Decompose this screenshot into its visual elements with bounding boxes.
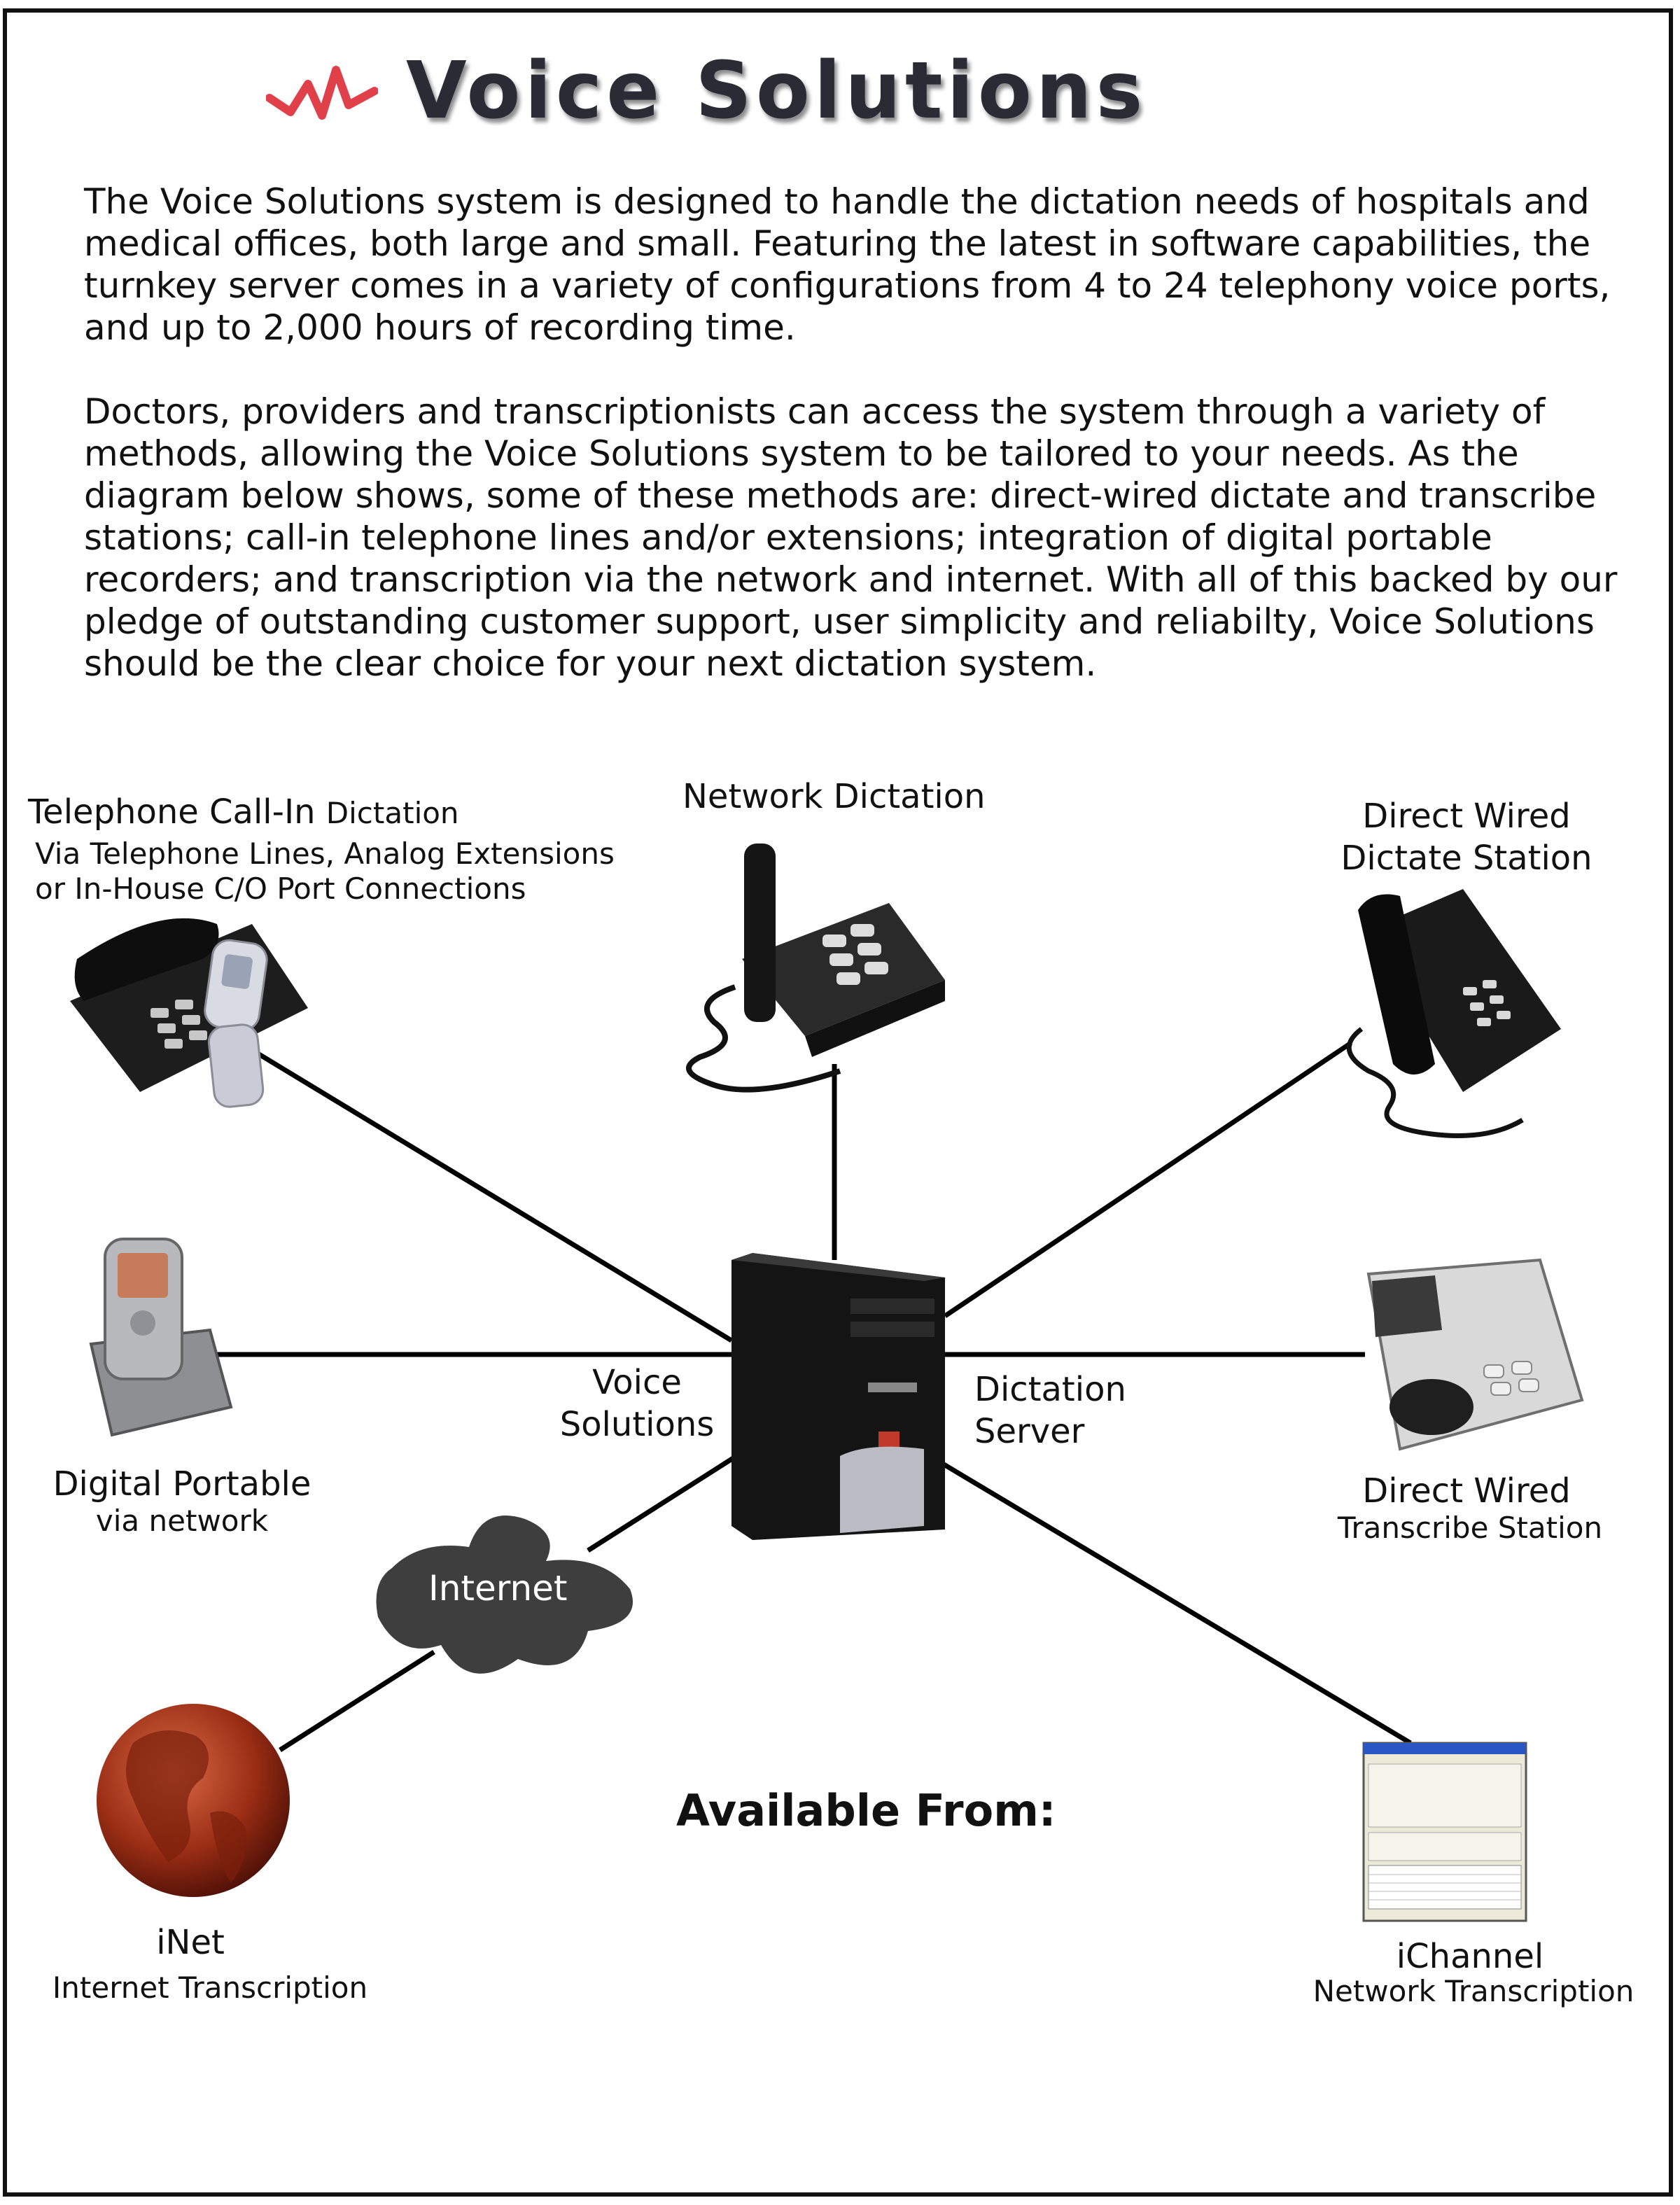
telephone-title-main: Telephone Call-In <box>28 792 316 832</box>
line-telephone <box>251 1048 733 1343</box>
ichannel-sub: Network Transcription <box>1312 1974 1634 2008</box>
waveform-logo-icon <box>266 66 378 120</box>
internet-label: Internet <box>428 1568 568 1609</box>
internet-cloud-icon <box>376 1516 633 1674</box>
transcribe-station-title: Direct Wired <box>1362 1471 1571 1511</box>
telephone-icon <box>70 918 308 1092</box>
available-from-heading: Available From: <box>676 1785 1056 1836</box>
network-dictation-device-icon <box>686 844 945 1093</box>
dictate-station-phone-icon <box>1346 889 1561 1138</box>
line-internet-up <box>587 1450 743 1553</box>
header-logo: Voice Solutions <box>266 46 1147 136</box>
server-left-label-1: Voice <box>592 1363 682 1402</box>
cell-phone-icon <box>204 939 268 1108</box>
intro-paragraph-1: The Voice Solutions system is designed t… <box>84 181 1611 348</box>
line-ichannel <box>940 1460 1412 1746</box>
intro-paragraph-2: Doctors, providers and transcriptionists… <box>84 391 1618 684</box>
network-dictation-label: Network Dictation <box>682 777 986 816</box>
digital-portable-recorder-icon <box>89 1238 233 1437</box>
server-left-label-2: Solutions <box>559 1405 715 1444</box>
intro-section-2: Doctors, providers and transcriptionists… <box>59 391 1641 685</box>
inet-sub: Internet Transcription <box>52 1970 368 2005</box>
server-right-label-1: Dictation <box>974 1370 1126 1409</box>
page-frame <box>3 8 1673 2197</box>
dictate-station-line-1: Direct Wired <box>1362 797 1571 836</box>
connection-lines <box>203 1041 1412 1752</box>
page-title: Voice Solutions <box>406 46 1147 136</box>
telephone-title: Telephone Call-In Dictation <box>28 791 459 834</box>
intro-section: The Voice Solutions system is designed t… <box>59 181 1641 349</box>
transcribe-station-icon <box>1366 1258 1584 1451</box>
telephone-line-1: Via Telephone Lines, Analog Extensions <box>35 836 615 871</box>
line-dictate <box>944 1041 1352 1318</box>
globe-icon <box>97 1704 290 1897</box>
ichannel-title: iChannel <box>1396 1937 1544 1976</box>
digital-portable-title: Digital Portable <box>52 1464 312 1504</box>
telephone-title-small: Dictation <box>326 796 459 830</box>
dictate-station-line-2: Dictate Station <box>1340 839 1592 878</box>
inet-title: iNet <box>156 1923 225 1962</box>
server-tower-icon <box>732 1253 945 1540</box>
digital-portable-sub: via network <box>95 1504 269 1538</box>
line-inet <box>279 1650 435 1752</box>
ichannel-window-icon <box>1362 1742 1527 1922</box>
telephone-line-2: or In-House C/O Port Connections <box>35 872 526 906</box>
transcribe-station-sub: Transcribe Station <box>1337 1511 1603 1545</box>
server-right-label-2: Server <box>974 1412 1085 1451</box>
